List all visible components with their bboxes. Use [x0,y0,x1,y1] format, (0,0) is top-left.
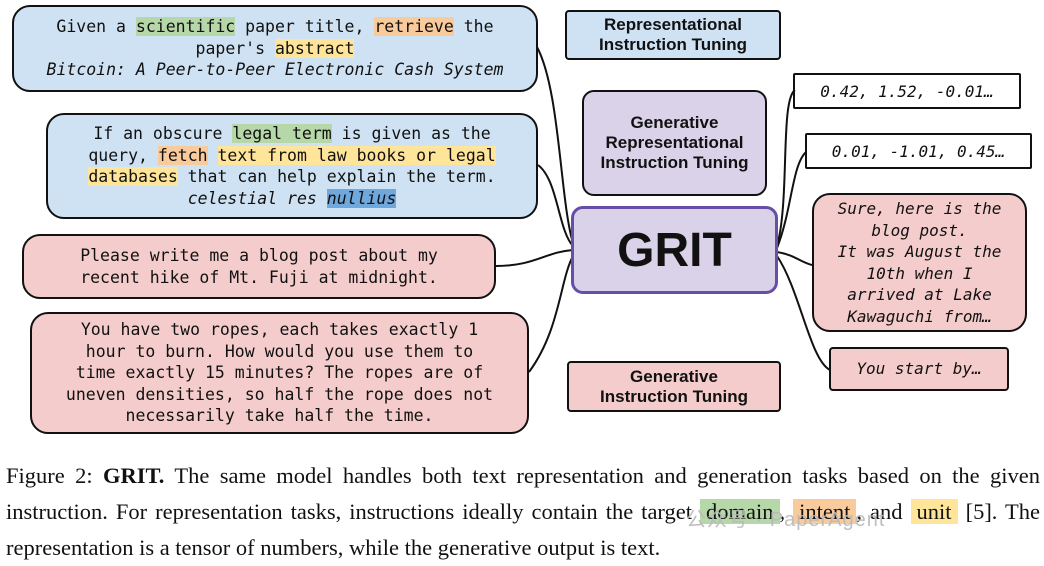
label-generative-representational-instruction-tuning: Generative Representational Instruction … [582,90,767,196]
retrieval-instruction-box-1: Given a scientific paper title, retrieve… [12,5,538,92]
generated-output-box-2: You start by… [829,347,1009,391]
connector-box1 [536,46,574,244]
caption-intent: intent [793,499,857,524]
connector-box2 [537,164,574,247]
label-generative-instruction-tuning: Generative Instruction Tuning [567,361,781,412]
domain-highlight: legal term [232,124,332,143]
watermark: 公众号 · PaperAgent [686,509,886,531]
grit-model-node: GRIT [571,206,778,294]
connector-box4 [528,255,574,373]
unit-highlight: abstract [275,38,355,58]
intent-highlight: fetch [157,145,208,165]
generation-instruction-box-1: Please write me a blog post about my rec… [22,234,496,299]
domain-highlight: scientific [135,17,236,37]
embedding-vector-2: 0.01, -1.01, 0.45… [805,133,1032,169]
connector-out1 [776,251,813,266]
generated-output-box-1: Sure, here is the blog post. It was Augu… [812,193,1027,332]
connector-out2 [776,255,831,371]
embedding-vector-1: 0.42, 1.52, -0.01… [793,73,1021,109]
figure-caption: Figure 2: GRIT. The same model handles b… [6,463,1041,560]
caption-unit: unit [910,499,958,524]
caption-bold: GRIT. [102,463,165,488]
intent-highlight: retrieve [374,17,454,37]
connector-vec1 [776,89,796,247]
label-representational-instruction-tuning: Representational Instruction Tuning [565,10,781,60]
unit-highlight: databases [88,167,178,186]
generation-instruction-box-2: You have two ropes, each takes exactly 1… [30,312,529,434]
caption-domain: domain [700,499,780,524]
connector-box3 [495,249,574,267]
box1-text: Given a [56,17,136,37]
box2-example: celestial res nullius [187,188,397,208]
box1-example: Bitcoin: A Peer-to-Peer Electronic Cash … [46,60,504,80]
connector-vec2 [776,151,807,249]
unit-highlight: text from law books or legal [217,145,496,165]
retrieval-instruction-box-2: If an obscure legal term is given as the… [46,113,538,219]
grit-title: GRIT [617,223,732,277]
